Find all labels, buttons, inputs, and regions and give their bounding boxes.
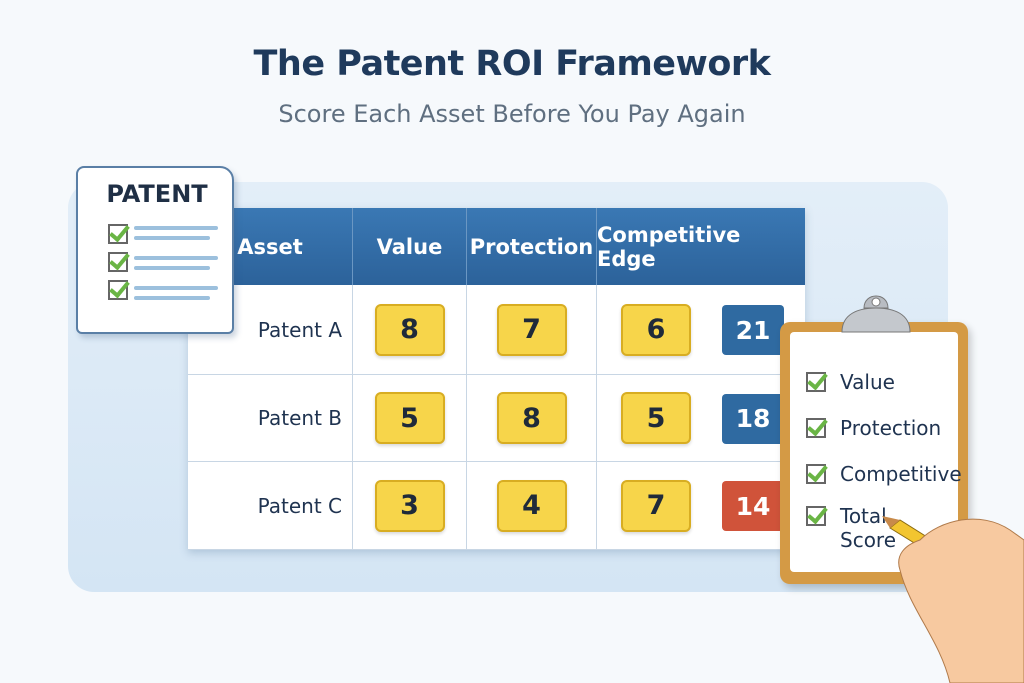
page-subtitle: Score Each Asset Before You Pay Again xyxy=(0,100,1024,128)
header-protection: Protection xyxy=(467,208,597,285)
clipboard-clamp-icon xyxy=(828,290,924,334)
asset-name: Patent A xyxy=(258,318,342,342)
protection-score: 7 xyxy=(497,304,567,356)
clipboard-item: Protection xyxy=(840,416,941,440)
value-score: 8 xyxy=(375,304,445,356)
check-icon xyxy=(108,252,128,272)
asset-name-cell: Patent C xyxy=(188,462,353,550)
patent-label: PATENT xyxy=(78,180,236,208)
value-score: 5 xyxy=(375,392,445,444)
clipboard-item: Competitive xyxy=(840,462,962,486)
protection-score: 4 xyxy=(497,480,567,532)
value-score: 3 xyxy=(375,480,445,532)
header-competitive-edge: Competitive Edge xyxy=(597,208,805,285)
check-icon xyxy=(108,224,128,244)
header-value: Value xyxy=(353,208,467,285)
asset-name-cell: Patent B xyxy=(188,375,353,462)
total-score-badge: 18 xyxy=(722,394,784,444)
total-score-badge: 21 xyxy=(722,305,784,355)
protection-score: 8 xyxy=(497,392,567,444)
score-table: Asset Value Protection Competitive Edge … xyxy=(188,208,805,550)
value-score-cell: 8 xyxy=(353,285,467,375)
asset-name: Patent B xyxy=(258,406,342,430)
patent-document-icon: PATENT xyxy=(76,166,234,334)
check-icon xyxy=(806,464,826,484)
protection-score-cell: 7 xyxy=(467,285,597,375)
protection-score-cell: 8 xyxy=(467,375,597,462)
competitive-score: 7 xyxy=(621,480,691,532)
value-score-cell: 3 xyxy=(353,462,467,550)
protection-score-cell: 4 xyxy=(467,462,597,550)
page-title: The Patent ROI Framework xyxy=(0,44,1024,84)
total-score-badge: 14 xyxy=(722,481,784,531)
asset-name: Patent C xyxy=(258,494,342,518)
competitive-score: 5 xyxy=(621,392,691,444)
check-icon xyxy=(108,280,128,300)
check-icon xyxy=(806,506,826,526)
check-icon xyxy=(806,418,826,438)
clipboard-item: Value xyxy=(840,370,895,394)
check-icon xyxy=(806,372,826,392)
value-score-cell: 5 xyxy=(353,375,467,462)
hand-with-pencil-icon xyxy=(880,500,1024,683)
competitive-score: 6 xyxy=(621,304,691,356)
